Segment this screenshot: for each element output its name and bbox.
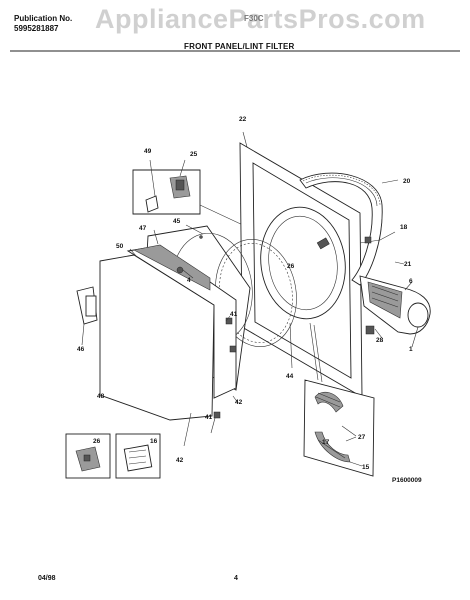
inset-bottom-right: [115, 433, 161, 479]
section-title: FRONT PANEL/LINT FILTER: [184, 42, 295, 51]
leader-lines: [289, 322, 323, 383]
watermark-logo: AppliancePartsPros.com: [95, 4, 426, 34]
callout-18: 18: [400, 224, 408, 231]
callout-20: 20: [403, 178, 411, 185]
callout-6: 6: [409, 278, 413, 285]
callout-25: 25: [190, 151, 198, 158]
callout-47: 47: [139, 225, 147, 232]
publication-label: Publication No.: [14, 14, 73, 23]
callout-41-lower: 41: [205, 414, 213, 421]
footer-date: 04/98: [38, 575, 56, 582]
callout-41-upper: 41: [230, 311, 238, 318]
callout-48: 48: [97, 393, 105, 400]
drum-seal-part: [299, 172, 399, 286]
inset-bottom-left: [65, 433, 111, 479]
model-number: F30C: [244, 14, 264, 23]
lint-filter-part: [303, 379, 375, 477]
callout-28: 28: [376, 337, 384, 344]
callout-27: 27: [358, 434, 366, 441]
hinge-screws: [183, 315, 239, 447]
callout-44: 44: [286, 373, 294, 380]
callout-46: 46: [77, 346, 85, 353]
callout-17: 17: [322, 439, 330, 446]
callout-49: 49: [144, 148, 152, 155]
callout-21: 21: [404, 261, 412, 268]
callout-4: 4: [187, 277, 191, 284]
inset-label-26: 26: [93, 438, 101, 445]
lint-duct-part: [359, 231, 431, 348]
callout-26: 26: [287, 263, 295, 270]
inset-door-switch: [132, 159, 263, 235]
diagram-id: P1600009: [392, 477, 422, 484]
footer-page-number: 4: [234, 575, 238, 582]
callout-15: 15: [362, 464, 370, 471]
callout-1: 1: [409, 346, 413, 353]
door-handle-part: [76, 286, 98, 346]
publication-number: 5995281887: [14, 24, 59, 33]
callout-50: 50: [116, 243, 124, 250]
door-outer-panel-part: [99, 244, 237, 421]
callout-42-upper: 42: [235, 399, 243, 406]
callout-45: 45: [173, 218, 181, 225]
front-frame-part: [239, 131, 363, 398]
callout-42-lower: 42: [176, 457, 184, 464]
inset-label-16: 16: [150, 438, 158, 445]
callout-22: 22: [239, 116, 247, 123]
